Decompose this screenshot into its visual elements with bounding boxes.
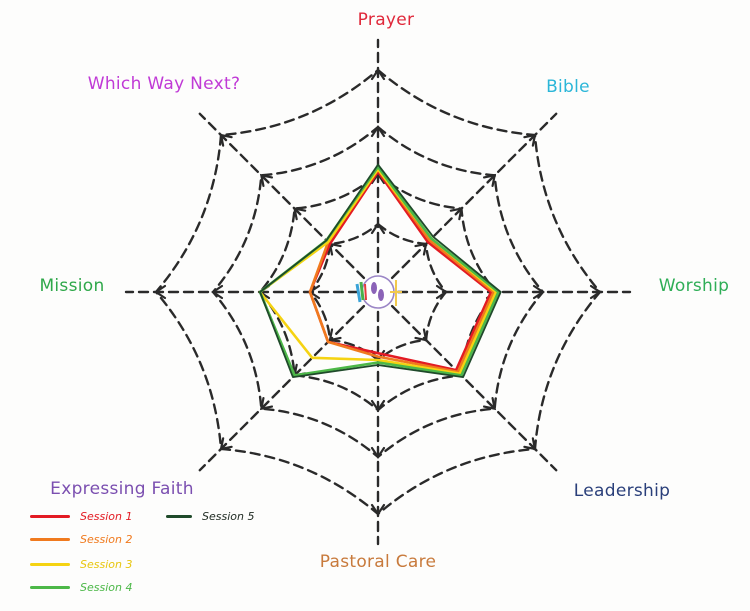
legend: Session 1 Session 2 Session 3 Session 4 … xyxy=(30,506,290,606)
axis-label-prayer: Prayer xyxy=(357,10,415,30)
axis-label-leadership: Leadership xyxy=(573,481,671,501)
legend-swatch xyxy=(30,515,70,518)
axis-label-bible: Bible xyxy=(546,77,590,97)
axis-label-pastoral-care: Pastoral Care xyxy=(319,552,437,572)
legend-item-session-3: Session 3 xyxy=(30,558,132,571)
legend-swatch xyxy=(166,515,192,518)
legend-item-session-2: Session 2 xyxy=(30,533,132,546)
legend-label: Session 5 xyxy=(202,510,255,523)
axis-label-worship: Worship xyxy=(658,276,730,296)
footprints-logo-icon xyxy=(355,275,402,309)
legend-label: Session 2 xyxy=(80,533,133,546)
legend-swatch xyxy=(30,586,70,589)
series-session-5 xyxy=(259,163,502,379)
legend-label: Session 4 xyxy=(80,581,133,594)
legend-swatch xyxy=(30,563,70,566)
axis-label-mission: Mission xyxy=(39,276,105,296)
legend-item-session-4: Session 4 xyxy=(30,581,132,594)
legend-label: Session 3 xyxy=(80,558,133,571)
legend-item-session-1: Session 1 xyxy=(30,510,132,523)
axis-label-which-way-next: Which Way Next? xyxy=(87,74,241,94)
legend-swatch xyxy=(30,538,70,541)
series-lines xyxy=(258,163,502,379)
series-session-1 xyxy=(308,170,493,372)
legend-item-session-5: Session 5 xyxy=(166,510,254,523)
axis-label-expressing-faith: Expressing Faith xyxy=(50,479,194,499)
series-session-2 xyxy=(308,168,495,374)
legend-label: Session 1 xyxy=(80,510,133,523)
